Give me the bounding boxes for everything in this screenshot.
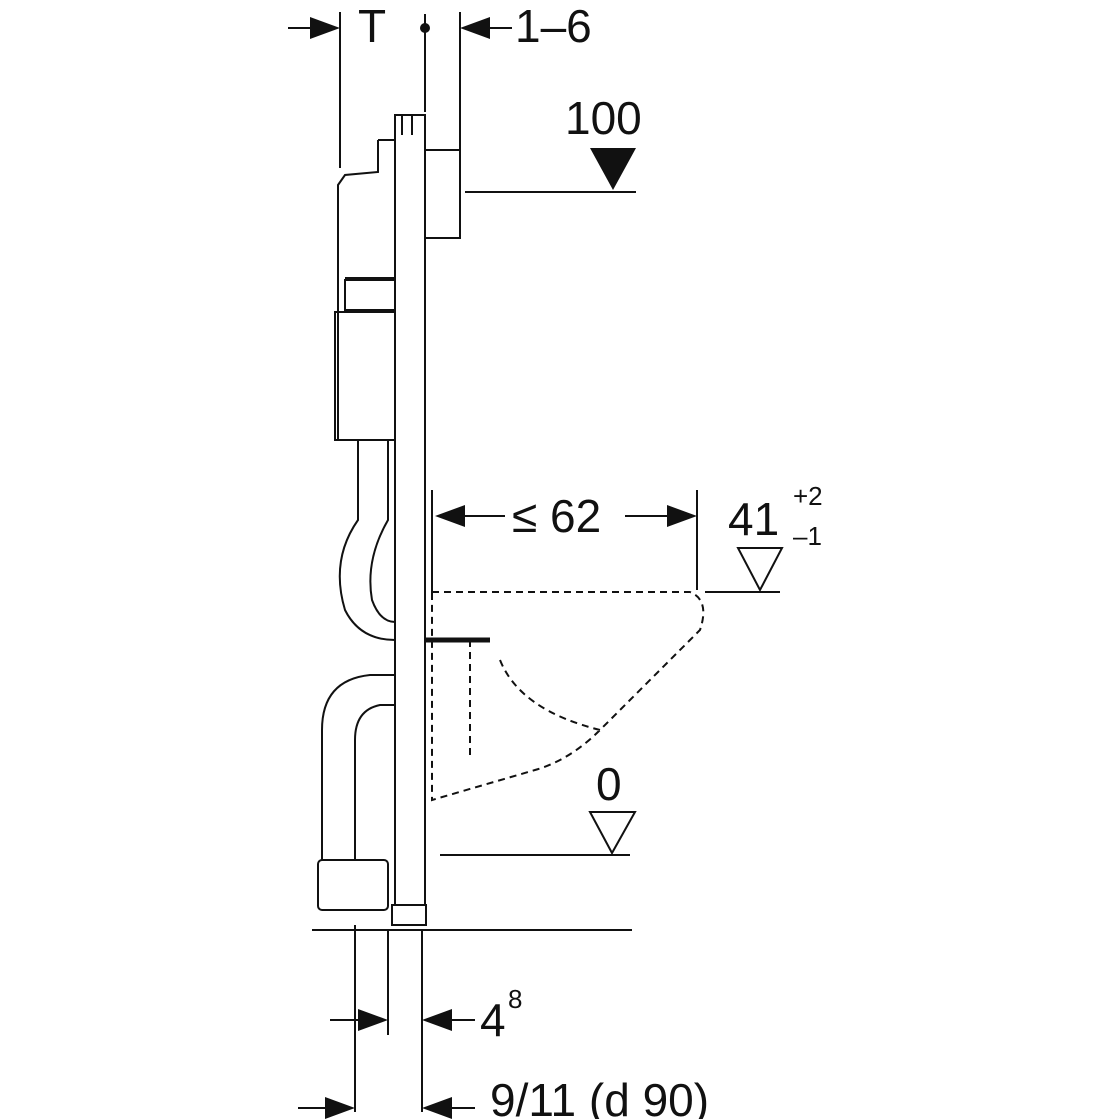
flush-plate xyxy=(424,149,461,239)
floor-level-label: 0 xyxy=(596,758,622,810)
depth-label: T xyxy=(358,0,386,52)
drain-offset-label: 9/11 (d 90) xyxy=(490,1074,709,1119)
flush-height-label: 100 xyxy=(565,92,642,144)
level-marker-open xyxy=(588,811,637,856)
drain-bend xyxy=(321,674,395,860)
cistern xyxy=(337,139,395,441)
frame-base-label: 4 xyxy=(480,994,506,1046)
projection-label: ≤ 62 xyxy=(512,490,601,542)
frame-post xyxy=(394,114,426,906)
frame-foot xyxy=(391,904,427,926)
centre-dot xyxy=(420,23,430,33)
drain-connector xyxy=(317,859,389,911)
seat-tolerance-minus: –1 xyxy=(793,521,822,551)
seat-height-label: 41 xyxy=(728,493,779,545)
level-marker-filled xyxy=(590,148,636,190)
level-marker-open xyxy=(736,547,784,593)
flush-pipe xyxy=(338,440,396,641)
wall-offset-label: 1–6 xyxy=(515,0,592,52)
wc-bowl-outline xyxy=(431,591,705,802)
seat-tolerance-plus: +2 xyxy=(793,481,823,511)
frame-base-superscript: 8 xyxy=(508,984,522,1014)
